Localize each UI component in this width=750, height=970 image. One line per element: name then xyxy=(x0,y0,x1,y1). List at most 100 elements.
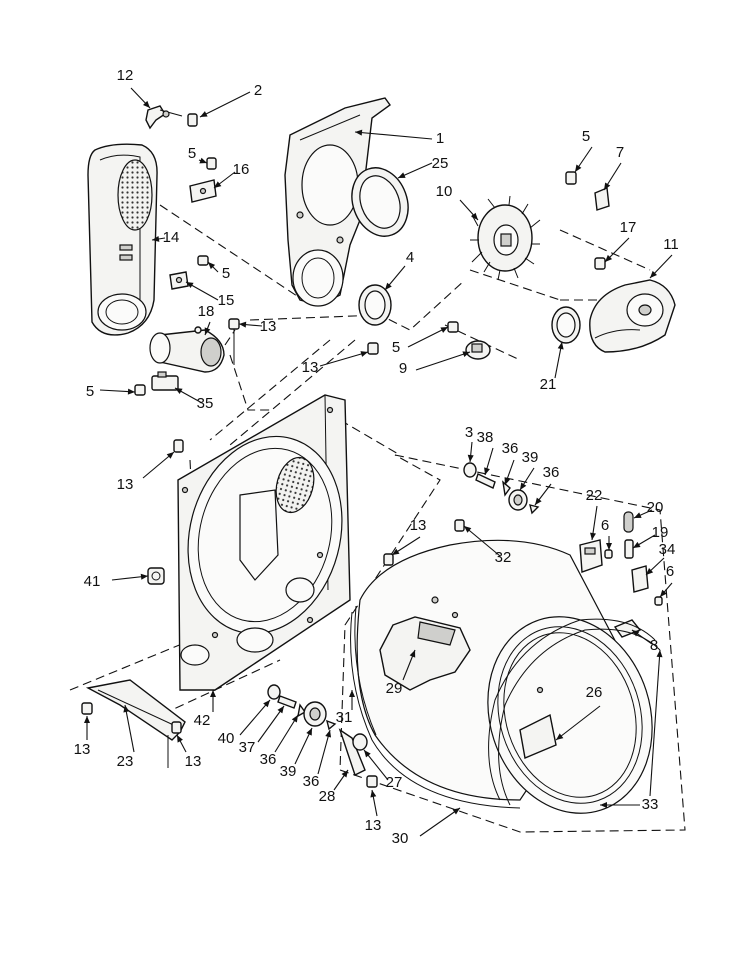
part-callout-37: 37 xyxy=(239,739,256,756)
leader-arrowhead xyxy=(306,728,312,736)
part-callout-28: 28 xyxy=(319,788,336,805)
leader-arrowhead xyxy=(370,790,377,798)
part-callout-23: 23 xyxy=(117,753,134,770)
part-callout-34: 34 xyxy=(659,541,676,558)
front-drum-seal-33 xyxy=(488,618,661,806)
part-callout-10: 10 xyxy=(436,183,453,200)
shaft-28 xyxy=(338,728,366,776)
part-callout-13: 13 xyxy=(410,517,427,534)
leader-arrowhead xyxy=(84,716,90,723)
part-callout-1: 1 xyxy=(436,130,444,147)
leader-arrowhead xyxy=(632,630,640,637)
leader-arrowhead xyxy=(557,342,564,350)
leader-line xyxy=(407,326,449,348)
part-callout-41: 41 xyxy=(84,573,101,590)
leader-arrowhead xyxy=(462,351,470,358)
nut-41 xyxy=(147,567,165,585)
part-callout-2: 2 xyxy=(254,82,262,99)
blower-housing xyxy=(284,97,391,307)
leader-arrowhead xyxy=(504,477,511,485)
leader-arrowhead xyxy=(392,548,400,555)
part-callout-7: 7 xyxy=(616,144,624,161)
roller-39-bottom xyxy=(303,701,327,727)
clip-36-top xyxy=(502,480,511,497)
part-callout-13: 13 xyxy=(185,753,202,770)
idler-9 xyxy=(465,340,491,360)
washer-40 xyxy=(267,684,281,700)
roller-39-top xyxy=(508,489,528,511)
leader-arrowhead xyxy=(520,482,527,490)
sensor-19 xyxy=(624,539,634,559)
leader-line xyxy=(415,351,471,371)
part-callout-36: 36 xyxy=(502,440,519,457)
part-callout-18: 18 xyxy=(198,303,215,320)
lint-duct-assembly xyxy=(87,143,158,336)
leader-arrowhead xyxy=(123,705,130,713)
rear-bulkhead xyxy=(177,394,351,691)
clip-36-bottom2 xyxy=(325,719,337,731)
part-callout-32: 32 xyxy=(495,549,512,566)
clip-36-top2 xyxy=(529,504,540,515)
leader-arrowhead xyxy=(464,526,472,533)
leader-line xyxy=(239,699,271,736)
leader-line xyxy=(354,131,433,140)
leader-arrowhead xyxy=(175,388,183,395)
screw-5-mid xyxy=(197,255,209,266)
bracket-7 xyxy=(594,186,610,211)
leader-line xyxy=(555,705,601,741)
leader-arrowhead xyxy=(634,512,642,518)
part-callout-40: 40 xyxy=(218,730,235,747)
screw-6-bottom xyxy=(654,596,663,606)
leader-arrowhead xyxy=(409,650,416,658)
screw-13-bottom xyxy=(366,775,378,788)
screw-13-center xyxy=(367,342,379,355)
part-callout-42: 42 xyxy=(194,712,211,729)
screw-17 xyxy=(594,257,606,270)
part-callout-5: 5 xyxy=(222,265,230,282)
leader-arrowhead xyxy=(239,321,247,328)
terminal-block-22 xyxy=(579,539,603,573)
leader-arrowhead xyxy=(656,650,663,658)
part-callout-39: 39 xyxy=(522,449,539,466)
part-callout-5: 5 xyxy=(86,383,94,400)
part-callout-5: 5 xyxy=(392,339,400,356)
screw-2 xyxy=(187,113,198,127)
leader-arrowhead xyxy=(355,129,363,136)
part-callout-8: 8 xyxy=(650,637,658,654)
leader-arrowhead xyxy=(556,733,564,740)
toe-panel-23 xyxy=(85,679,186,768)
lint-screen-mesh xyxy=(117,159,153,231)
thermal-fuse-clip xyxy=(145,105,183,130)
fuse-20 xyxy=(623,511,634,533)
leader-arrowhead xyxy=(199,157,207,164)
shaft-38 xyxy=(475,473,496,489)
leader-line xyxy=(319,351,369,367)
bracket-16 xyxy=(189,179,217,203)
leader-line xyxy=(317,729,331,775)
clip-36-bottom xyxy=(297,703,307,718)
screw-13-bulkhead xyxy=(173,439,184,453)
part-callout-25: 25 xyxy=(432,155,449,172)
screw-32 xyxy=(454,519,465,532)
leader-arrowhead xyxy=(341,770,348,778)
part-callout-20: 20 xyxy=(647,499,664,516)
part-callout-19: 19 xyxy=(652,524,669,541)
part-callout-9: 9 xyxy=(399,360,407,377)
slide-8 xyxy=(613,619,642,638)
thermostat-15 xyxy=(169,271,189,290)
leader-arrowhead xyxy=(143,100,150,108)
part-callout-5: 5 xyxy=(582,128,590,145)
leader-arrowhead xyxy=(484,467,490,475)
part-callout-36: 36 xyxy=(303,773,320,790)
drive-motor xyxy=(149,326,225,373)
leader-arrowhead xyxy=(177,735,183,743)
part-callout-26: 26 xyxy=(586,684,603,701)
leader-arrowhead xyxy=(325,730,332,738)
leader-arrowhead xyxy=(604,182,611,190)
part-callout-13: 13 xyxy=(365,817,382,834)
leader-arrowhead xyxy=(471,212,478,220)
part-callout-13: 13 xyxy=(302,359,319,376)
leader-arrowhead xyxy=(467,454,474,462)
leader-arrowhead xyxy=(277,706,284,714)
drum xyxy=(350,539,653,814)
